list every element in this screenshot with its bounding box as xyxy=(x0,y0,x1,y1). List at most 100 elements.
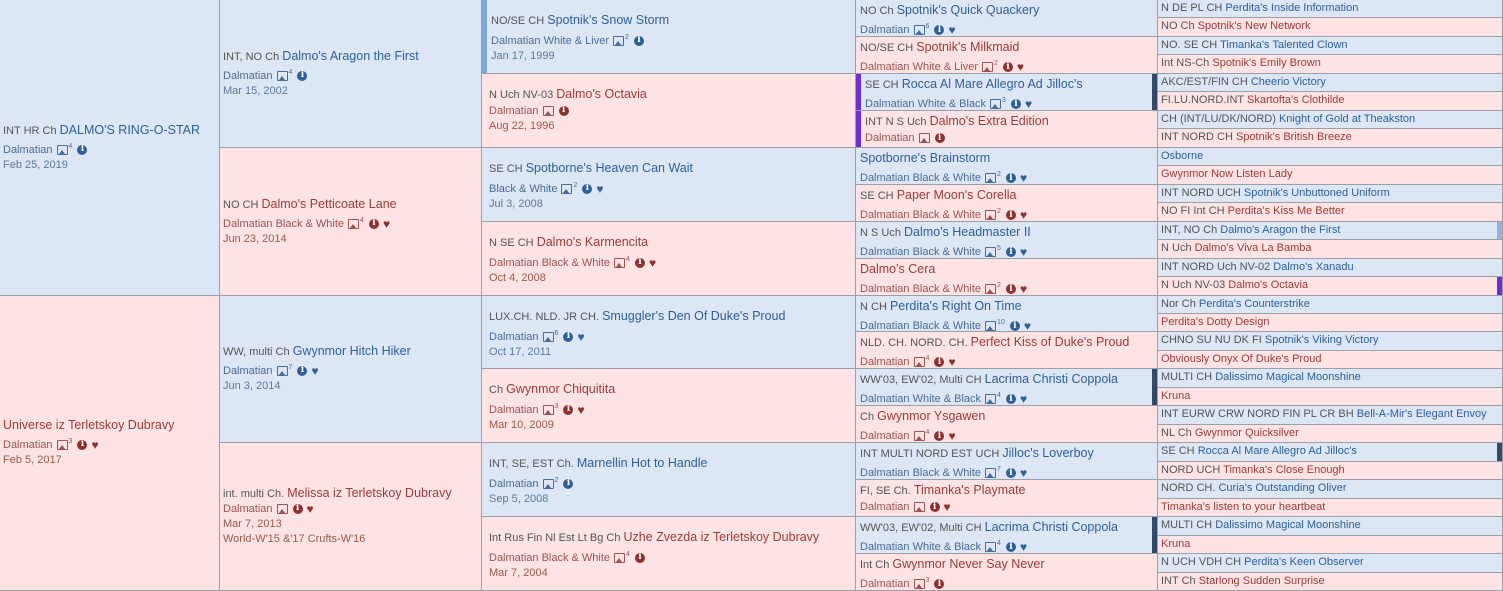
heart-pulse-icon[interactable]: ♥ xyxy=(91,438,99,452)
dog-name-link[interactable]: Spotnik's Unbuttoned Uniform xyxy=(1243,187,1390,199)
dog-name-link[interactable]: Perfect Kiss of Duke's Proud xyxy=(970,335,1130,349)
dog-name-link[interactable]: Dalmo's Xanadu xyxy=(1273,261,1354,273)
dog-name-link[interactable]: Perdita's Counterstrike xyxy=(1198,298,1310,310)
dog-name-link[interactable]: Spotborne's Heaven Can Wait xyxy=(525,161,693,175)
info-icon[interactable] xyxy=(297,363,308,378)
info-icon[interactable] xyxy=(563,476,574,491)
info-icon[interactable] xyxy=(1010,96,1021,110)
dog-name-link[interactable]: Universe iz Terletskoy Dubravy xyxy=(3,418,175,432)
dog-name-link[interactable]: Marnellin Hot to Handle xyxy=(576,456,708,470)
dog-name-link[interactable]: Spotnik's British Breeze xyxy=(1235,131,1352,143)
info-icon[interactable] xyxy=(368,216,379,231)
photo-icon[interactable] xyxy=(542,105,554,116)
info-icon[interactable] xyxy=(563,329,574,344)
dog-name-link[interactable]: Dalmo's Aragon the First xyxy=(1220,224,1341,236)
photo-icon[interactable] xyxy=(614,257,626,268)
photo-icon[interactable] xyxy=(985,468,997,478)
photo-icon[interactable] xyxy=(56,440,68,450)
dog-name-link[interactable]: Perdita's Kiss Me Better xyxy=(1227,205,1345,217)
dog-name-link[interactable]: Spotnik's Quick Quackery xyxy=(896,3,1040,17)
info-icon[interactable] xyxy=(634,255,645,270)
heart-pulse-icon[interactable]: ♥ xyxy=(948,355,956,369)
dog-name-link[interactable]: Starlong Sudden Surprise xyxy=(1198,575,1325,587)
heart-pulse-icon[interactable]: ♥ xyxy=(1019,282,1028,296)
info-icon[interactable] xyxy=(934,576,945,590)
info-icon[interactable] xyxy=(1002,59,1013,73)
photo-icon[interactable] xyxy=(542,331,554,342)
dog-name-link[interactable]: Spotnik's Viking Victory xyxy=(1264,334,1379,346)
info-icon[interactable] xyxy=(634,550,645,565)
heart-pulse-icon[interactable]: ♥ xyxy=(948,429,956,443)
dog-name-link[interactable]: Dalmo's Octavia xyxy=(1228,279,1308,291)
info-icon[interactable] xyxy=(297,68,308,83)
photo-icon[interactable] xyxy=(985,394,997,404)
dog-name-link[interactable]: Dalmo's Cera xyxy=(860,262,936,276)
dog-name-link[interactable]: Gwynmor Now Listen Lady xyxy=(1161,168,1293,180)
photo-icon[interactable] xyxy=(985,284,997,294)
dog-name-link[interactable]: Perdita's Right On Time xyxy=(889,299,1022,313)
photo-icon[interactable] xyxy=(348,218,360,229)
info-icon[interactable] xyxy=(934,428,945,442)
photo-icon[interactable] xyxy=(542,478,554,489)
dog-name-link[interactable]: Perdita's Inside Information xyxy=(1225,2,1359,14)
info-icon[interactable] xyxy=(77,437,88,452)
photo-icon[interactable] xyxy=(913,502,925,512)
info-icon[interactable] xyxy=(929,499,940,515)
dog-name-link[interactable]: Dalmo's Aragon the First xyxy=(282,48,419,63)
photo-icon[interactable] xyxy=(276,70,288,81)
dog-name-link[interactable]: Dalmo's Karmencita xyxy=(536,235,649,249)
photo-icon[interactable] xyxy=(913,25,925,35)
heart-pulse-icon[interactable]: ♥ xyxy=(1019,171,1028,185)
dog-name-link[interactable]: Lacrima Christi Coppola xyxy=(984,372,1119,386)
info-icon[interactable] xyxy=(1005,465,1016,479)
heart-pulse-icon[interactable]: ♥ xyxy=(382,216,391,231)
heart-pulse-icon[interactable]: ♥ xyxy=(1023,319,1031,332)
heart-pulse-icon[interactable]: ♥ xyxy=(648,255,657,270)
dog-name-link[interactable]: Gwynmor Quicksilver xyxy=(1194,427,1299,439)
info-icon[interactable] xyxy=(1005,281,1016,295)
dog-name-link[interactable]: Smuggler's Den Of Duke's Proud xyxy=(602,309,786,323)
photo-icon[interactable] xyxy=(913,431,925,441)
dog-name-link[interactable]: Spotnik's Emily Brown xyxy=(1212,57,1321,69)
info-icon[interactable] xyxy=(934,22,945,36)
dog-name-link[interactable]: Spotborne's Brainstorm xyxy=(860,151,991,165)
heart-pulse-icon[interactable]: ♥ xyxy=(1016,60,1025,74)
photo-icon[interactable] xyxy=(542,404,554,415)
dog-name-link[interactable]: Spotnik's Snow Storm xyxy=(547,13,670,27)
dog-name-link[interactable]: Timanka's Playmate xyxy=(913,483,1026,497)
heart-pulse-icon[interactable]: ♥ xyxy=(1019,540,1028,554)
dog-name-link[interactable]: Timanka's Close Enough xyxy=(1223,464,1345,476)
photo-icon[interactable] xyxy=(985,542,997,552)
photo-icon[interactable] xyxy=(985,210,997,220)
info-icon[interactable] xyxy=(77,142,88,157)
dog-name-link[interactable]: Perdita's Keen Observer xyxy=(1244,556,1364,568)
heart-pulse-icon[interactable]: ♥ xyxy=(577,402,585,417)
photo-icon[interactable] xyxy=(982,62,993,72)
info-icon[interactable] xyxy=(558,103,569,118)
info-icon[interactable] xyxy=(1005,391,1016,405)
dog-name-link[interactable]: Gwynmor Never Say Never xyxy=(892,557,1045,571)
heart-pulse-icon[interactable]: ♥ xyxy=(1019,466,1028,480)
info-icon[interactable] xyxy=(934,130,945,146)
photo-icon[interactable] xyxy=(56,144,68,155)
dog-name-link[interactable]: Uzhe Zvezda iz Terletskoy Dubravy xyxy=(623,530,820,544)
info-icon[interactable] xyxy=(1005,207,1016,221)
dog-name-link[interactable]: Rocca Al Mare Allegro Ad Jilloc's xyxy=(901,77,1083,91)
info-icon[interactable] xyxy=(1005,244,1016,258)
info-icon[interactable] xyxy=(633,33,644,48)
info-icon[interactable] xyxy=(1005,539,1016,553)
heart-pulse-icon[interactable]: ♥ xyxy=(943,500,951,514)
heart-pulse-icon[interactable]: ♥ xyxy=(306,502,314,516)
heart-pulse-icon[interactable]: ♥ xyxy=(577,329,585,344)
photo-icon[interactable] xyxy=(990,99,1002,109)
dog-name-link[interactable]: Bell-A-Mir's Elegant Envoy xyxy=(1356,408,1487,420)
dog-name-link[interactable]: Gwynmor Ysgawen xyxy=(877,409,986,423)
dog-name-link[interactable]: DALMO'S RING-O-STAR xyxy=(59,122,201,137)
photo-icon[interactable] xyxy=(985,247,997,257)
photo-icon[interactable] xyxy=(276,366,288,376)
photo-icon[interactable] xyxy=(985,173,997,183)
dog-name-link[interactable]: Dalissimo Magical Moonshine xyxy=(1215,371,1361,383)
dog-name-link[interactable]: Gwynmor Hitch Hiker xyxy=(292,344,411,358)
dog-name-link[interactable]: Curia's Outstanding Oliver xyxy=(1218,482,1347,494)
info-icon[interactable] xyxy=(934,354,945,368)
